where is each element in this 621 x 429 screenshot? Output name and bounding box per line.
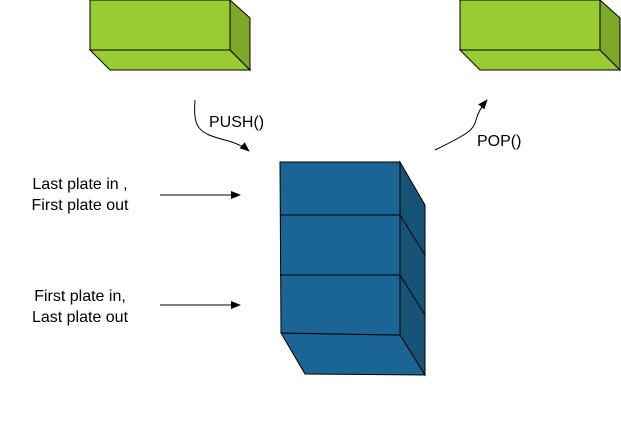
pop-arrow	[434, 99, 488, 151]
top-note-line-2: First plate out	[31, 197, 129, 214]
bottom-note: First plate in, Last plate out	[20, 286, 140, 328]
plate-stack	[279, 160, 426, 377]
top-note-line-1: Last plate in ,	[32, 176, 128, 193]
outgoing-plate-front	[459, 0, 601, 51]
outgoing-plate	[458, 0, 621, 72]
bottom-note-line-2: Last plate out	[31, 309, 129, 326]
stack-front	[279, 161, 401, 336]
incoming-plate	[88, 0, 252, 72]
top-note: Last plate in , First plate out	[20, 174, 140, 216]
incoming-plate-side	[229, 0, 251, 72]
pop-label: POP()	[477, 133, 522, 150]
outgoing-plate-side	[599, 0, 621, 72]
bottom-note-line-1: First plate in,	[34, 288, 126, 305]
push-arrow	[194, 99, 250, 152]
incoming-plate-front	[89, 0, 231, 51]
push-label: PUSH()	[209, 114, 265, 131]
outgoing-plate-bottom	[458, 49, 621, 71]
incoming-plate-bottom	[88, 49, 252, 71]
stack-side-divider	[399, 274, 426, 316]
stack-side-divider	[399, 214, 426, 256]
